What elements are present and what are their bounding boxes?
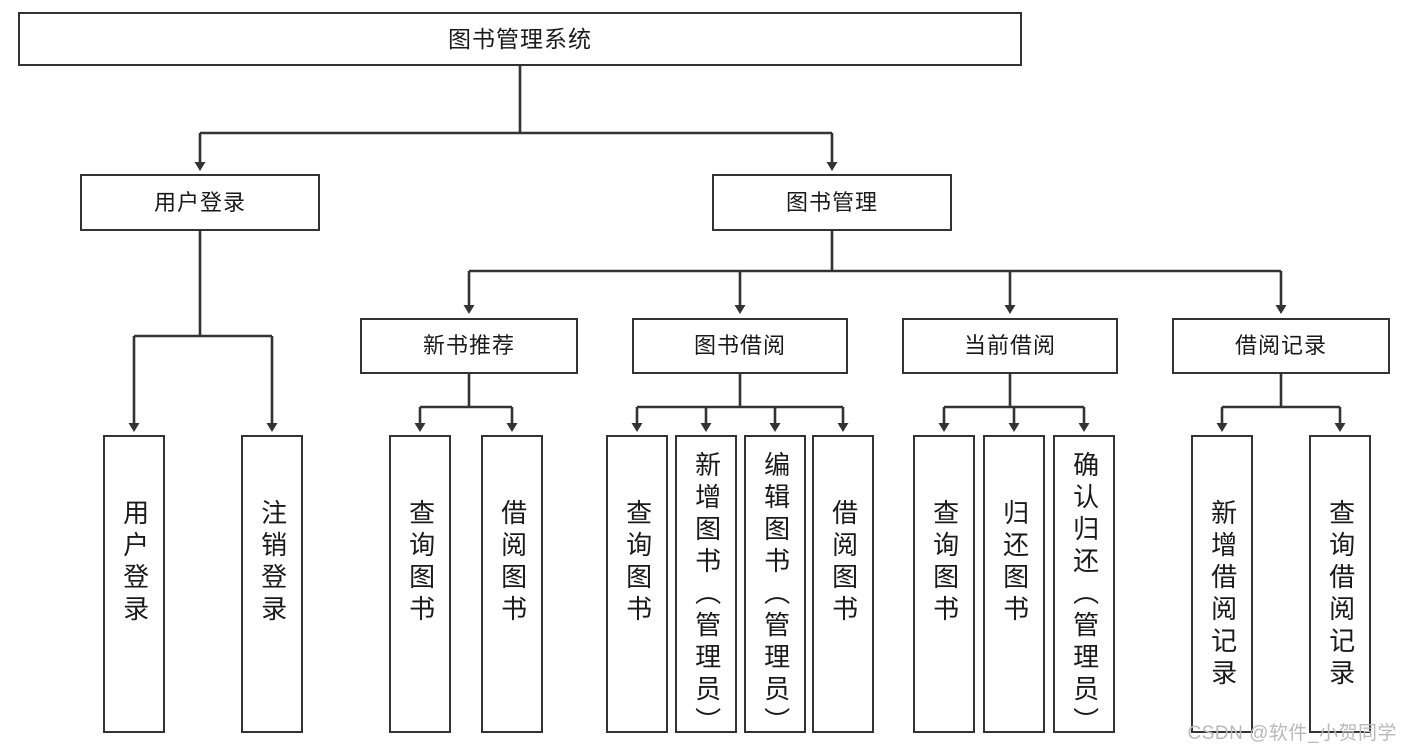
node-user-login[interactable]: 用户登录: [80, 174, 320, 231]
leaf-query-book-recommend[interactable]: 查询图书: [389, 435, 451, 733]
node-book-management[interactable]: 图书管理: [712, 174, 952, 231]
leaf-add-borrow-record[interactable]: 新增借阅记录: [1191, 435, 1253, 733]
leaf-edit-book-admin[interactable]: 编辑图书（管理员）: [744, 435, 806, 739]
node-label: 用户登录: [153, 189, 246, 215]
leaf-query-book-current[interactable]: 查询图书: [913, 435, 975, 733]
node-label: 新书推荐: [422, 333, 515, 358]
node-label: 查询图书: [929, 499, 960, 627]
node-label: 查询图书: [405, 499, 436, 627]
node-label: 图书借阅: [693, 333, 786, 358]
leaf-add-book-admin[interactable]: 新增图书（管理员）: [675, 435, 737, 739]
node-label: 用户登录: [119, 499, 150, 627]
node-label: 图书管理系统: [448, 25, 592, 52]
node-label: 借阅图书: [828, 499, 859, 627]
node-book-borrow[interactable]: 图书借阅: [632, 318, 848, 374]
leaf-borrow-book[interactable]: 借阅图书: [812, 435, 874, 733]
node-label: 图书管理: [785, 189, 878, 215]
node-label: 查询借阅记录: [1325, 499, 1356, 691]
node-root-book-management-system[interactable]: 图书管理系统: [18, 12, 1022, 66]
leaf-borrow-book-recommend[interactable]: 借阅图书: [481, 435, 543, 733]
node-label: 编辑图书（管理员）: [760, 451, 791, 739]
node-label: 注销登录: [257, 499, 288, 627]
node-label: 新增图书（管理员）: [691, 451, 722, 739]
node-label: 查询图书: [622, 499, 653, 627]
leaf-return-book[interactable]: 归还图书: [983, 435, 1045, 733]
leaf-logout[interactable]: 注销登录: [241, 435, 303, 733]
leaf-query-borrow-record[interactable]: 查询借阅记录: [1309, 435, 1371, 733]
node-label: 当前借阅: [963, 333, 1056, 358]
leaf-query-book-borrow[interactable]: 查询图书: [606, 435, 668, 733]
node-label: 借阅图书: [497, 499, 528, 627]
node-new-book-recommend[interactable]: 新书推荐: [360, 318, 578, 374]
node-label: 借阅记录: [1234, 333, 1327, 358]
node-label: 新增借阅记录: [1207, 499, 1238, 691]
node-label: 确认归还（管理员）: [1069, 451, 1100, 739]
leaf-confirm-return-admin[interactable]: 确认归还（管理员）: [1053, 435, 1115, 739]
node-borrow-record[interactable]: 借阅记录: [1172, 318, 1390, 374]
node-current-borrow[interactable]: 当前借阅: [902, 318, 1118, 374]
leaf-user-login[interactable]: 用户登录: [103, 435, 165, 733]
node-label: 归还图书: [999, 499, 1030, 627]
